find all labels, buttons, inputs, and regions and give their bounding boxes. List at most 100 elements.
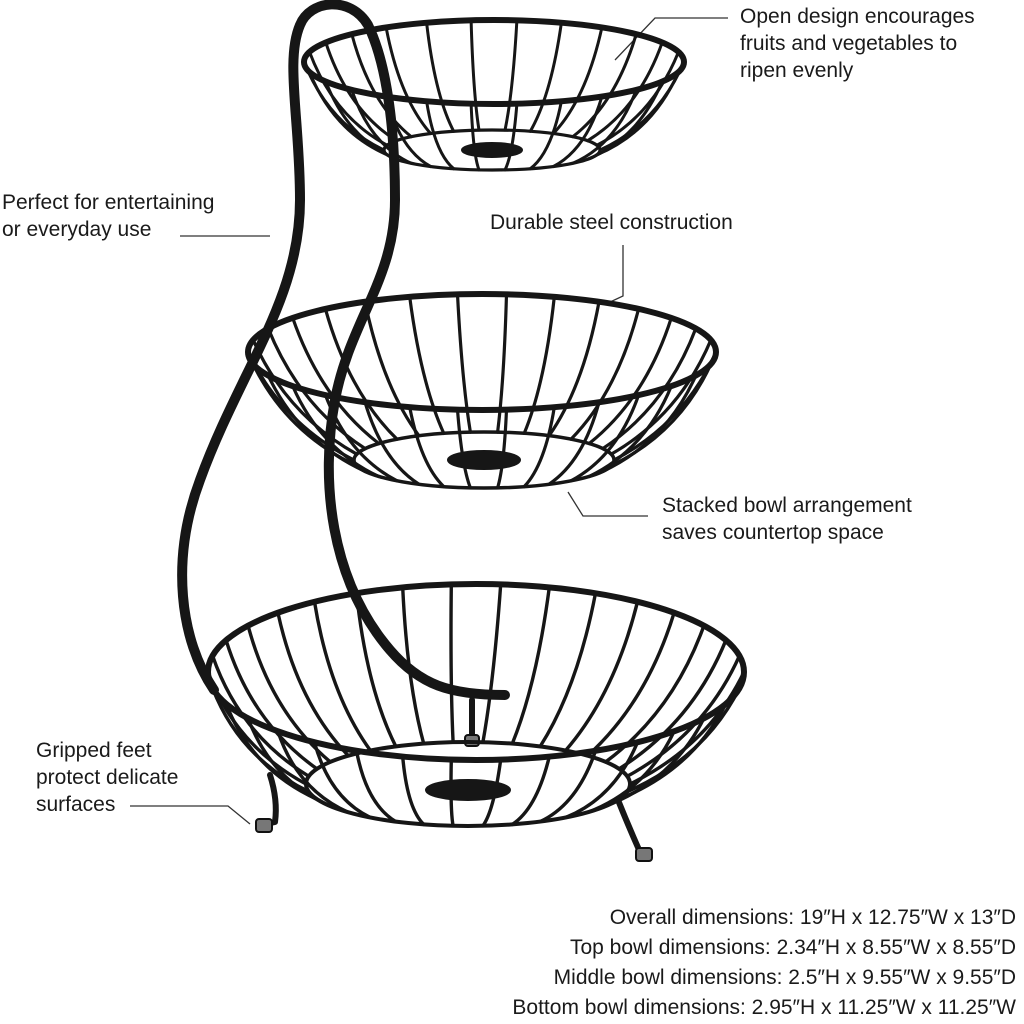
bowl-rib [363, 300, 421, 438]
bowl-rib [308, 50, 389, 147]
bowl-rib [246, 624, 332, 764]
top-bowl-base-ring [382, 128, 602, 172]
bowl-rib [601, 374, 698, 473]
bowl-rib [425, 99, 456, 171]
bowl-rib [496, 292, 509, 434]
bowl-rib [354, 749, 398, 824]
leader-line-open-design [614, 17, 728, 61]
callout-line: Open design encourages [740, 5, 975, 28]
callout-gripped-feet: Gripped feet protect delicate surfaces [36, 737, 178, 818]
basket-stand [177, 0, 747, 862]
callout-stacked-bowls: Stacked bowl arrangement saves counterto… [662, 492, 912, 546]
callout-open-design: Open design encourages fruits and vegeta… [740, 3, 975, 84]
bowl-rib [586, 41, 664, 143]
bowl-rib [586, 611, 676, 758]
bowl-rib [210, 654, 311, 778]
dimension-middle-bowl: Middle bowl dimensions: 2.5″H x 9.55″W x… [553, 966, 1016, 989]
callout-line: saves countertop space [662, 521, 884, 544]
bowl-rib [323, 307, 399, 441]
bowl-rib [587, 316, 673, 446]
bottom-bowl-hub [425, 779, 511, 801]
bowl-rib [308, 70, 389, 157]
middle-bowl-rim [245, 291, 719, 413]
dimensions-list: Overall dimensions: 19″H x 12.75″W x 13″… [512, 903, 1016, 1023]
bowl-rib [455, 292, 472, 434]
callout-line: fruits and vegetables to [740, 32, 958, 55]
middle-bowl-hub [447, 450, 521, 470]
bowl-rib [291, 316, 381, 446]
bowl-rib [363, 400, 421, 486]
top-bowl-rim [301, 17, 687, 107]
bowl-rib [528, 99, 563, 171]
bowl-rib [604, 624, 706, 764]
bowl-rib [401, 754, 426, 827]
middle-bowl [245, 291, 719, 490]
bowl-rib [569, 393, 641, 483]
callout-entertaining: Perfect for entertaining or everyday use [2, 189, 214, 243]
bowl-rib [587, 384, 673, 479]
bowl-rib [224, 638, 319, 771]
callout-line: surfaces [36, 793, 116, 816]
bowl-rib [210, 686, 311, 794]
callout-line: Durable steel construction [490, 211, 733, 234]
bowl-rib [481, 757, 503, 828]
bowl-rib [510, 585, 551, 746]
bowl-rib [503, 18, 519, 132]
middle-bowl-base-ring [352, 430, 616, 490]
bowl-rib [206, 670, 308, 786]
dimension-overall: Overall dimensions: 19″H x 12.75″W x 13″… [609, 906, 1016, 929]
bowl-rib [425, 21, 456, 133]
foot-caps [255, 734, 653, 862]
bowl-rib [324, 41, 398, 143]
bowl-rib [617, 638, 728, 771]
s-curve-frame [177, 0, 510, 700]
bowl-rib [522, 405, 556, 489]
leader-line-stacked [567, 491, 648, 517]
bowl-rib [510, 754, 551, 827]
bowl-rib [538, 591, 598, 749]
bowl-rib [354, 591, 398, 749]
bowl-rib [522, 295, 556, 435]
callout-line: Gripped feet [36, 739, 152, 762]
bowl-rib [595, 50, 680, 147]
bowl-rib [547, 400, 601, 486]
bowl-rib [449, 582, 455, 744]
bowl-rib [469, 18, 481, 132]
bowl-rib [538, 749, 598, 824]
dimension-bottom-bowl: Bottom bowl dimensions: 2.95″H x 11.25″W… [512, 996, 1016, 1019]
middle-bowl-ribs [246, 292, 718, 490]
bowl-rib [563, 600, 640, 753]
bottom-bowl-rim [205, 581, 747, 763]
bowl-rib [601, 326, 698, 451]
callout-line: or everyday use [2, 218, 152, 241]
bowl-rib [312, 740, 373, 820]
dimension-top-bowl: Top bowl dimensions: 2.34″H x 8.55″W x 8… [569, 936, 1016, 959]
bowl-rib [528, 21, 563, 133]
leader-line-steel [607, 245, 624, 304]
callout-line: Perfect for entertaining [2, 191, 215, 214]
bowl-rib [408, 405, 446, 489]
bowl-rib [384, 25, 433, 135]
bowl-rib [563, 740, 640, 820]
bowl-rib [628, 670, 746, 786]
bottom-bowl-base-ring [304, 740, 632, 828]
bowl-rib [551, 25, 604, 135]
callout-steel-construction: Durable steel construction [490, 209, 733, 236]
bowl-rib [312, 600, 373, 753]
bottom-bowl [205, 581, 747, 862]
bowl-rib [449, 757, 455, 828]
callout-line: Stacked bowl arrangement [662, 494, 912, 517]
bowl-rib [547, 300, 601, 438]
bowl-rib [569, 307, 641, 441]
bowl-rib [481, 582, 503, 744]
leader-lines [130, 17, 728, 825]
bowl-rib [408, 295, 446, 435]
top-bowl [301, 17, 687, 172]
bowl-rib [251, 338, 359, 456]
callout-line: protect delicate [36, 766, 179, 789]
top-bowl-hub [461, 142, 523, 158]
leader-line-feet [130, 805, 251, 825]
bowl-rib [276, 611, 350, 758]
bowl-rib [609, 338, 713, 456]
